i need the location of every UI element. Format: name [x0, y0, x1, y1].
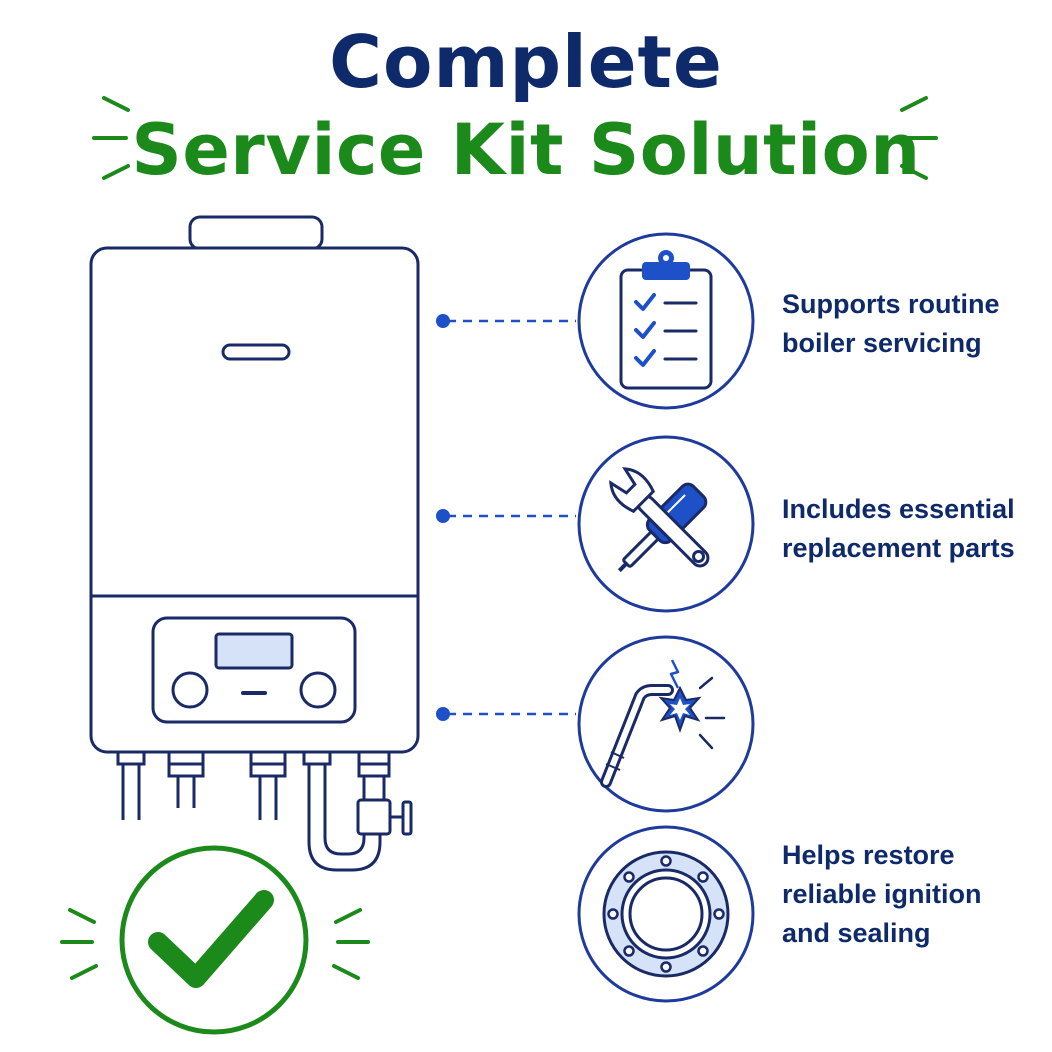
connector-dots: [436, 314, 450, 721]
boiler-handle-slot: [221, 343, 291, 361]
right-dial: [299, 671, 337, 709]
display-screen: [214, 632, 294, 670]
connector-lines: [447, 319, 576, 716]
feature-1-line-1: Supports routine: [782, 289, 1000, 319]
feature-4-line-3: and sealing: [782, 918, 931, 948]
title-line-1: Complete: [329, 20, 723, 104]
title-line-2: Service Kit Solution: [131, 109, 921, 191]
gasket-seal-icon: [602, 850, 730, 978]
feature-circle-2: [577, 435, 755, 613]
feature-4-line-2: reliable ignition: [782, 879, 982, 909]
clipboard-checklist-icon: [619, 250, 713, 390]
feature-circle-4: [577, 825, 755, 1003]
ignition-electrode-icon: [600, 659, 726, 788]
green-checkmark-icon: [60, 845, 370, 1035]
feature-text-4: Helps restore reliable ignition and seal…: [782, 836, 1042, 953]
wrench-screwdriver-icon: [609, 467, 710, 573]
left-sparkle-icon: [92, 96, 130, 180]
combi-boiler-icon: [89, 215, 420, 872]
valve: [356, 798, 392, 836]
feature-2-line-2: replacement parts: [782, 533, 1015, 563]
feature-4-line-1: Helps restore: [782, 840, 955, 870]
feature-1-line-2: boiler servicing: [782, 328, 982, 358]
right-sparkle-icon: [900, 96, 938, 180]
feature-circle-1: [577, 232, 755, 410]
feature-2-line-1: Includes essential: [782, 494, 1015, 524]
left-dial: [171, 671, 209, 709]
feature-circle-3: [577, 635, 755, 813]
boiler-pipes: [116, 750, 413, 872]
control-panel: [151, 616, 357, 724]
boiler-body: [89, 246, 420, 754]
boiler-flue-cap: [188, 215, 324, 251]
feature-text-2: Includes essential replacement parts: [782, 490, 1042, 568]
feature-text-1: Supports routine boiler servicing: [782, 285, 1042, 363]
